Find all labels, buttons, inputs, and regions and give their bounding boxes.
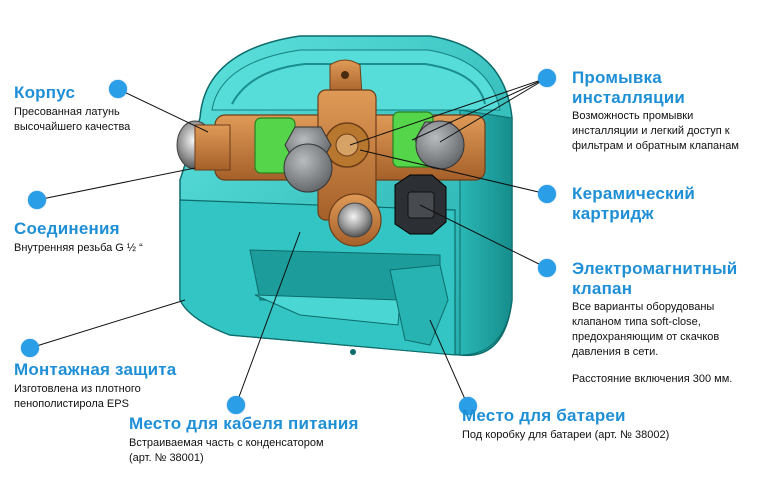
callout-connections-title: Соединения	[14, 219, 120, 238]
callout-body: Корпус Пресованная латунь высочайшего ка…	[14, 83, 130, 135]
callout-flush: Промывка инсталляции Возможность промывк…	[572, 68, 739, 154]
callout-dot-flush	[538, 69, 556, 87]
callout-body-desc: Пресованная латунь высочайшего качества	[14, 105, 131, 133]
callout-cable-title: Место для кабеля питания	[129, 414, 359, 433]
callout-battery-title: Место для батареи	[462, 406, 626, 425]
callout-protection-title: Монтажная защита	[14, 360, 177, 379]
callout-cable: Место для кабеля питания Встраиваемая ча…	[129, 414, 359, 466]
callout-dot-cartridge	[538, 185, 556, 203]
callout-solenoid-title: Электромагнитный клапан	[572, 259, 738, 298]
leader-lines	[29, 77, 548, 407]
callout-dot-protection	[21, 339, 39, 357]
callout-cable-desc: Встраиваемая часть с конденсатором (арт.…	[129, 436, 324, 464]
callout-connections-desc: Внутренняя резьба G ½ “	[14, 241, 143, 254]
callout-solenoid-note: Расстояние включения 300 мм.	[572, 373, 733, 386]
callout-dot-solenoid	[538, 259, 556, 277]
callout-flush-title: Промывка инсталляции	[572, 68, 686, 107]
callout-cartridge-title: Керамический картридж	[572, 184, 696, 223]
callout-protection: Монтажная защита Изготовлена из плотного…	[14, 360, 176, 412]
callout-protection-desc: Изготовлена из плотного пенополистирола …	[14, 382, 141, 410]
callout-dot-cable	[227, 396, 245, 414]
callout-dot-battery	[459, 397, 477, 415]
callout-cartridge: Керамический картридж	[572, 184, 695, 223]
callout-dot-connections	[28, 191, 46, 209]
callout-solenoid-desc: Все варианты оборудованы клапаном типа s…	[572, 301, 720, 359]
callout-battery-desc: Под коробку для батареи (арт. № 38002)	[462, 428, 670, 441]
solenoid-valve	[394, 174, 447, 235]
callout-body-title: Корпус	[14, 83, 76, 102]
callout-connections: Соединения Внутренняя резьба G ½ “	[14, 219, 143, 256]
callout-battery: Место для батареи Под коробку для батаре…	[462, 406, 669, 443]
callout-solenoid: Электромагнитный клапан Все варианты обо…	[572, 259, 737, 387]
callout-dot-body	[109, 80, 127, 98]
callout-flush-desc: Возможность промывки инсталляции и легки…	[572, 110, 739, 153]
